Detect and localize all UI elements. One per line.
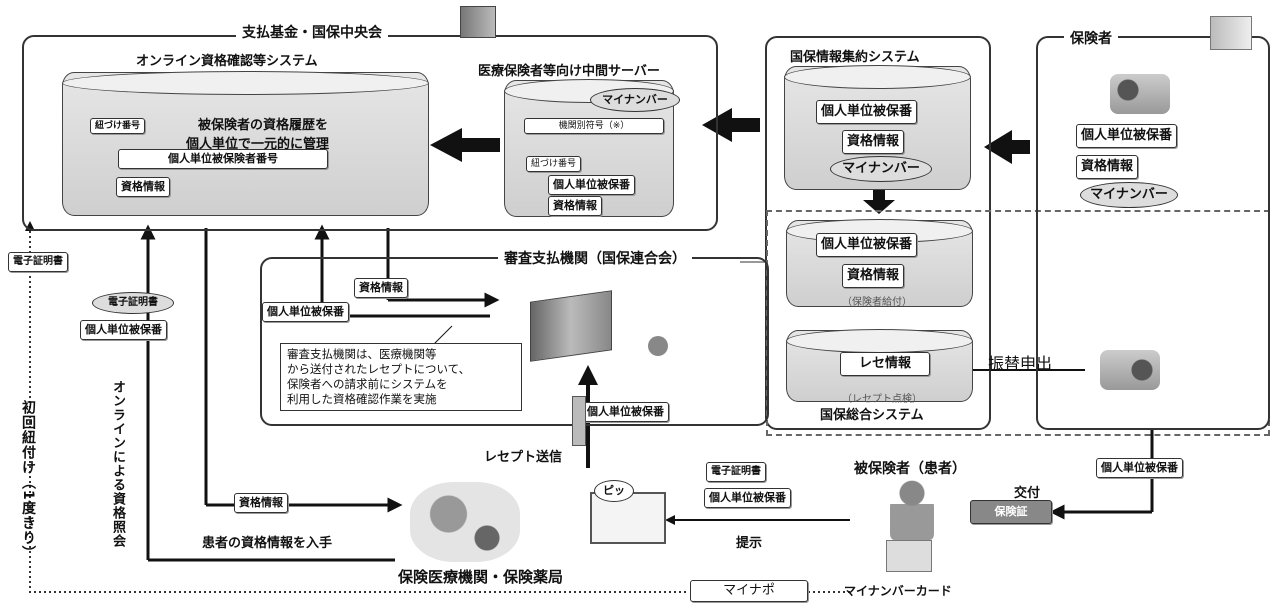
bottom-e-cert: 電子証明書	[706, 462, 766, 482]
first-link-dotted	[25, 221, 686, 593]
card-reader-icon	[590, 492, 666, 544]
patient-icon	[890, 480, 934, 540]
insurer-given-note: （保険者給付）	[842, 297, 912, 308]
insurer-building-icon	[1210, 16, 1252, 50]
review-note-3: 保険者への請求前にシステムを	[287, 377, 448, 391]
my-number-card-icon	[886, 540, 932, 572]
transfer-request-label: 振替申出	[988, 354, 1053, 373]
hospital-staff-icon	[410, 482, 520, 562]
issue-label: 交付	[1014, 486, 1041, 501]
rece-store-note: （レセプト点検）	[842, 394, 922, 405]
insurer-my-number: マイナンバー	[1080, 182, 1178, 208]
kokuho-agg-db	[784, 65, 971, 190]
central-title: 支払基金・国保中央会	[236, 22, 388, 42]
mynapo-box[interactable]: マイナポ	[690, 580, 808, 602]
review-note: 審査支払機関は、医療機関等 から送付されたレセプトについて、 保険者への請求前に…	[280, 343, 522, 411]
hospital-label: 保険医療機関・保険薬局	[398, 568, 564, 586]
general-personal-insured: 個人単位被保番	[816, 233, 918, 257]
card-label: マイナンバーカード	[844, 584, 952, 598]
review-building-icon	[530, 290, 612, 362]
middle-qualification-info: 資格情報	[548, 196, 602, 216]
history-text-2: 個人単位で一元的に管理	[186, 137, 330, 152]
review-note-2: から送付されたレセプトについて、	[287, 362, 471, 376]
rece-send-label: レセプト送信	[484, 450, 563, 465]
bottom-qualification-info: 資格情報	[234, 493, 288, 513]
transfer-person-icon	[1100, 350, 1160, 390]
org-code-box: 機関別符号（※）	[524, 118, 664, 134]
bottom-personal-insured: 個人単位被保番	[704, 488, 791, 508]
review-personal-insured: 個人単位被保番	[262, 302, 349, 322]
building-icon	[460, 6, 496, 38]
agg-personal-insured: 個人単位被保番	[816, 100, 918, 124]
link-number-box: 紐づけ番号	[90, 118, 146, 134]
middle-server-title: 医療保険者等向け中間サーバー	[478, 64, 660, 79]
qualification-info-box: 資格情報	[116, 177, 170, 197]
review-title: 審査支払機関（国保連合会）	[498, 248, 692, 268]
general-qualification-info: 資格情報	[842, 264, 905, 288]
e-cert-outer: 電子証明書	[8, 252, 68, 272]
personal-insured-number-box: 個人単位被保険者番号	[118, 149, 328, 169]
rece-personal-insured: 個人単位被保番	[582, 402, 669, 422]
left-personal-insured: 個人単位被保番	[80, 320, 167, 340]
tree-icon	[648, 336, 668, 356]
present-label: 提示	[736, 536, 763, 551]
arrow-agg-to-middle	[702, 108, 760, 142]
review-qualification-info: 資格情報	[354, 278, 408, 298]
receipt-doc-icon	[572, 396, 586, 446]
beep-bubble: ピッ	[594, 480, 634, 502]
issue-personal-insured: 個人単位被保番	[1096, 458, 1183, 478]
kokuho-general-title: 国保総合システム	[820, 408, 924, 423]
first-link-label: 初回紐付け（1度きり）	[20, 400, 36, 561]
middle-my-number: マイナンバー	[590, 88, 680, 112]
arrow-middle-to-online	[430, 128, 500, 162]
kokuho-agg-title: 国保情報集約システム	[790, 50, 920, 65]
arrow-insurer-to-agg	[984, 130, 1030, 164]
online-system-title: オンライン資格確認等システム	[136, 54, 318, 69]
insurance-card-box: 保険証	[970, 500, 1052, 524]
middle-link-number: 紐づけ番号	[526, 156, 582, 172]
review-note-4: 利用した資格確認作業を実施	[287, 392, 437, 406]
arrow-agg-to-general	[863, 190, 895, 214]
patient-label: 被保険者（患者）	[854, 461, 966, 477]
review-note-1: 審査支払機関は、医療機関等	[287, 347, 437, 361]
insurer-personal-insured: 個人単位被保番	[1076, 124, 1178, 148]
history-text-1: 被保険者の資格履歴を	[198, 118, 329, 133]
e-cert-inner: 電子証明書	[92, 292, 174, 314]
agg-my-number: マイナンバー	[830, 156, 932, 182]
insurer-title: 保険者	[1064, 28, 1118, 48]
obtain-info-label: 患者の資格情報を入手	[202, 536, 333, 551]
insurer-qualification-info: 資格情報	[1076, 155, 1139, 179]
agg-qualification-info: 資格情報	[842, 130, 905, 154]
rece-info-box: レセ情報	[840, 352, 930, 376]
insurer-frame	[1036, 36, 1270, 430]
person-computer-icon	[1110, 74, 1170, 114]
online-query-label: オンラインによる資格照会	[110, 380, 125, 548]
middle-personal-insured: 個人単位被保番	[548, 175, 635, 195]
